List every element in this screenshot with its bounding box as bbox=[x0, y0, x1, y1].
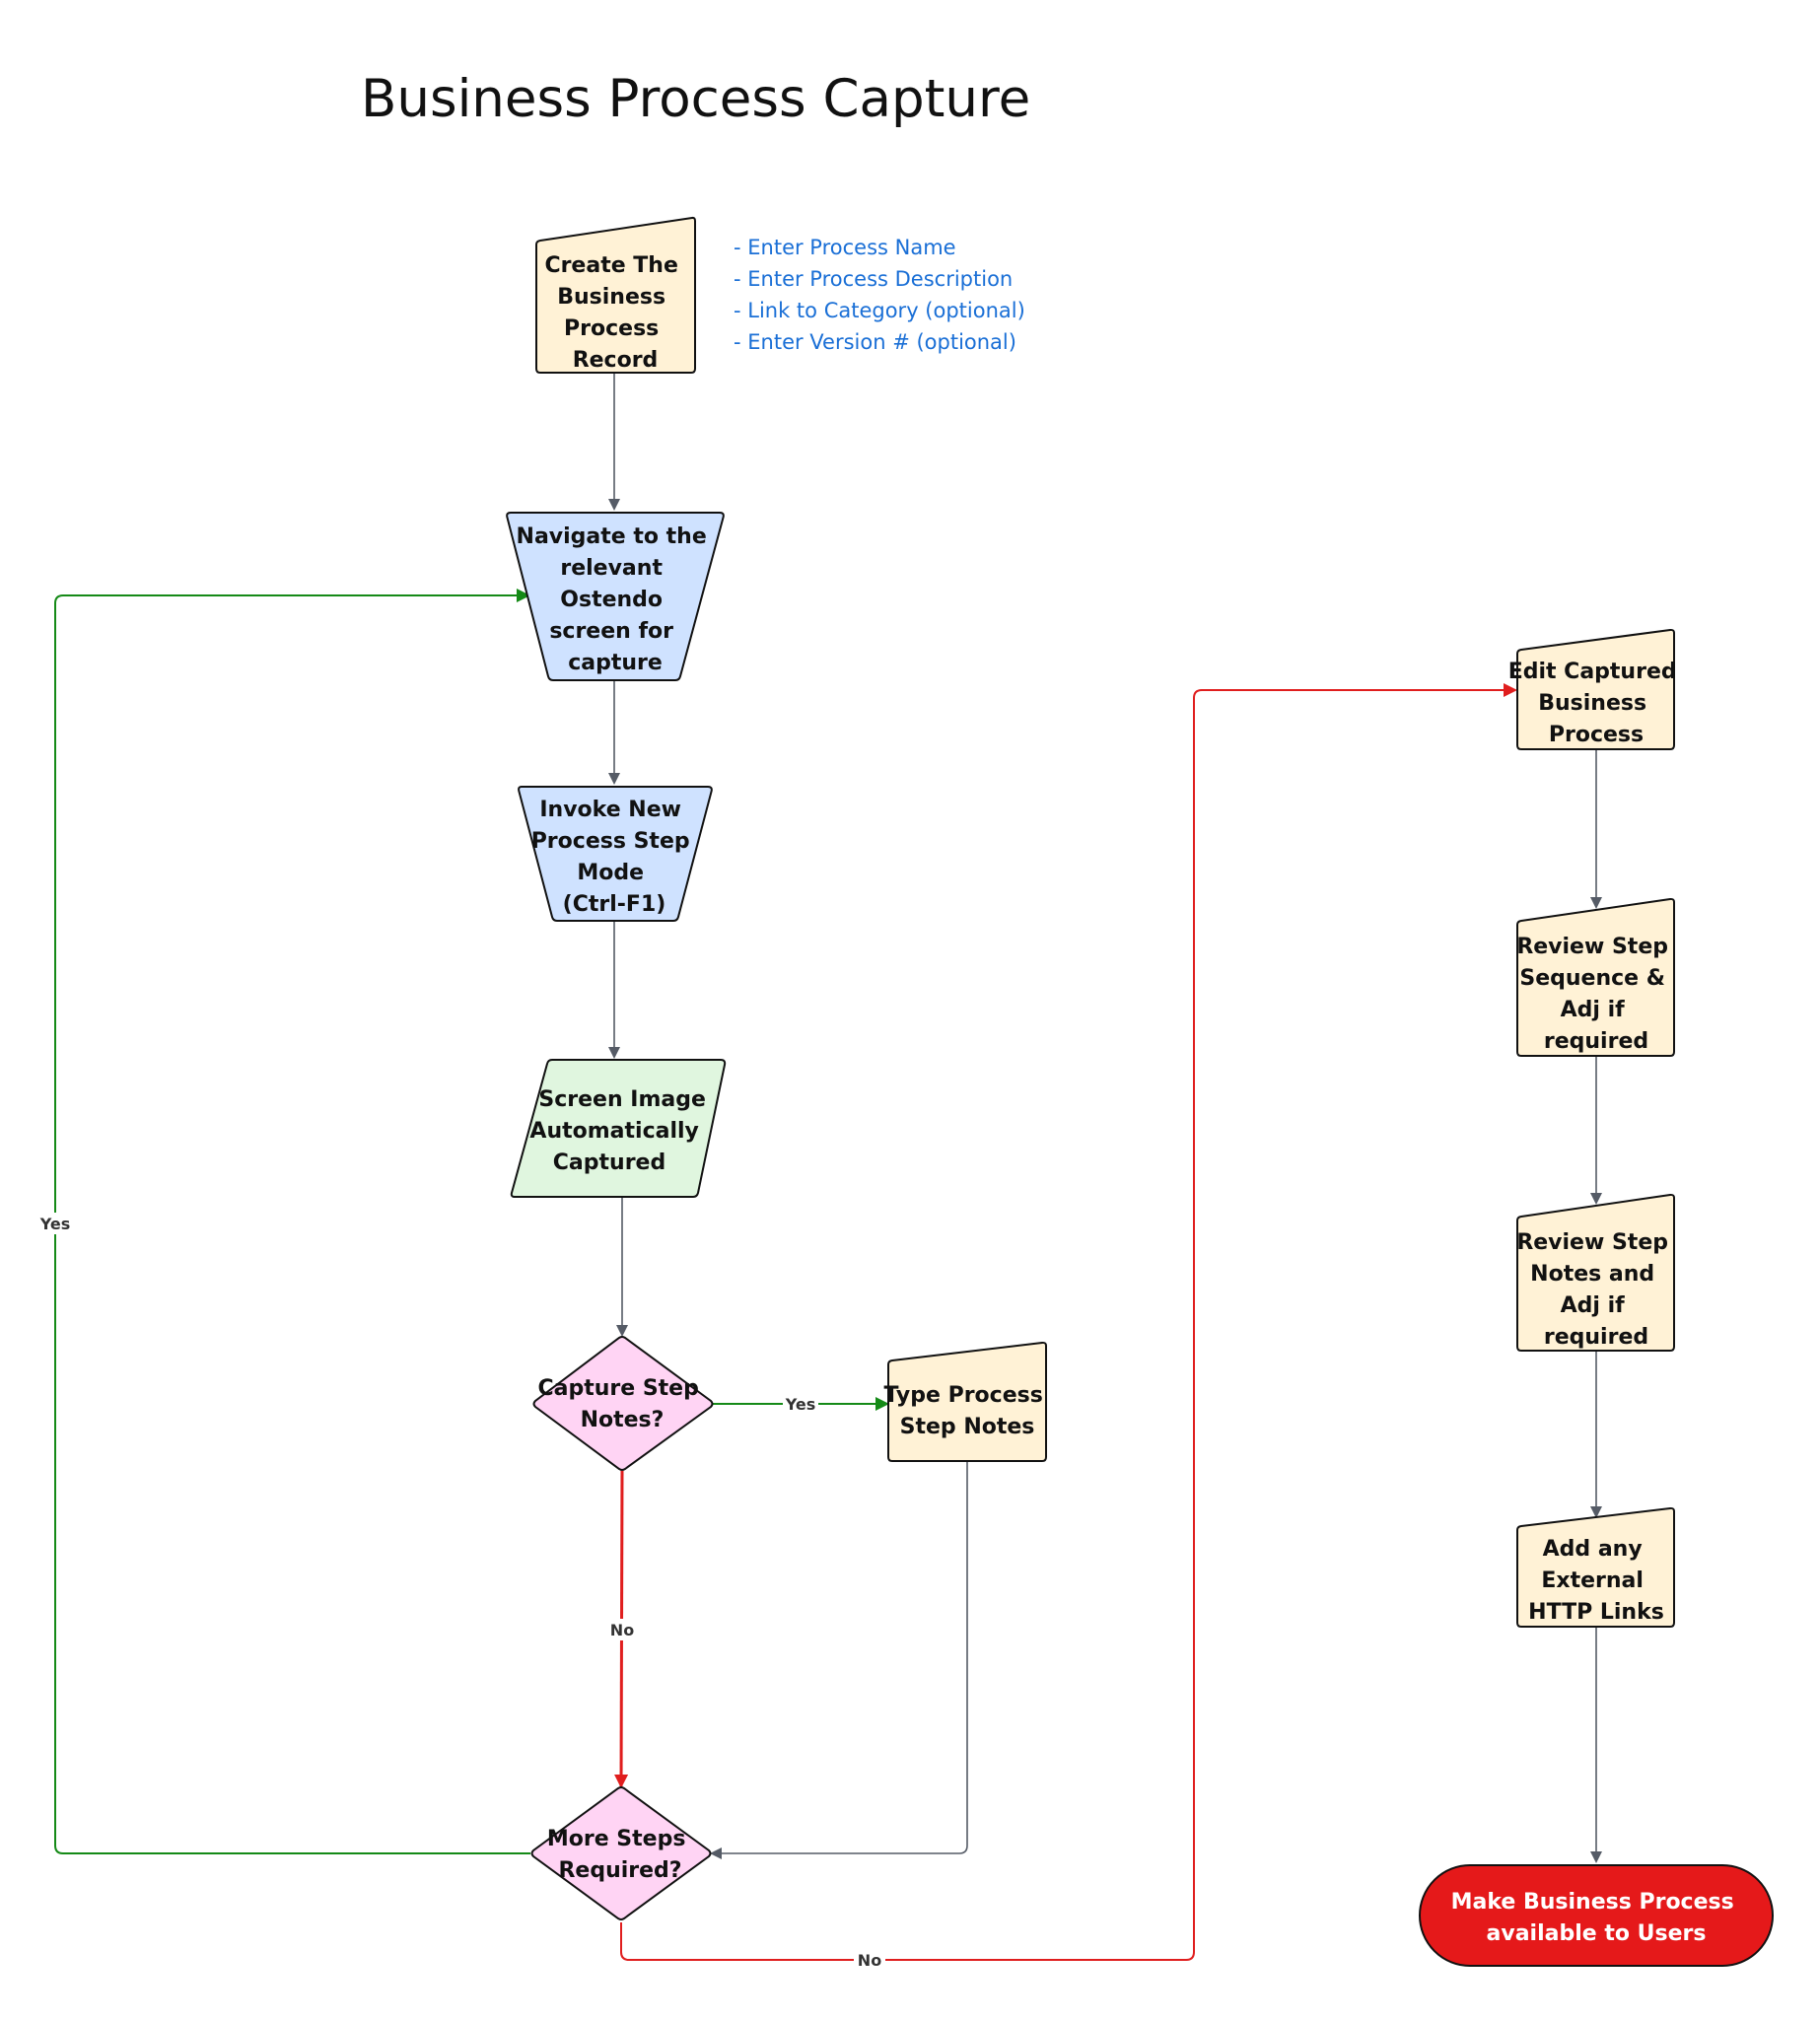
node-make-available-terminal[interactable]: Make Business Process available to Users bbox=[1419, 1864, 1774, 1967]
node-text-line: available to Users bbox=[1487, 1921, 1707, 1946]
node-text-line: Step Notes bbox=[900, 1415, 1035, 1439]
node-invoke-step-mode[interactable]: Invoke New Process Step Mode (Ctrl-F1) bbox=[518, 786, 713, 922]
node-screen-image-captured[interactable]: Screen Image Automatically Captured bbox=[510, 1059, 727, 1198]
node-text-line: capture bbox=[568, 651, 663, 675]
note-line: - Enter Process Description bbox=[734, 267, 1013, 291]
node-text-line: (Ctrl-F1) bbox=[563, 892, 666, 917]
edge-loop-yes bbox=[54, 589, 530, 1854]
connectors bbox=[54, 373, 1602, 1961]
node-decision-more-steps[interactable]: More Steps Required? bbox=[530, 1786, 712, 1920]
edge-label-notes-no: No bbox=[610, 1621, 634, 1639]
node-text-line: Review Step bbox=[1516, 935, 1668, 959]
node-text-line: relevant bbox=[560, 556, 663, 581]
edge-more-no bbox=[620, 683, 1517, 1961]
svg-text:Screen Image Automatical: Screen Image Automatically Captured bbox=[529, 1087, 713, 1175]
svg-text:Make Business Process av: Make Business Process available to Users bbox=[1451, 1890, 1742, 1946]
node-text-line: Type Process bbox=[884, 1383, 1043, 1408]
svg-text:Review Step Notes and: Review Step Notes and Adj if required bbox=[1516, 1230, 1675, 1350]
node-text-line: Business bbox=[557, 285, 665, 310]
node-text-line: Ostendo bbox=[560, 588, 663, 612]
node-text-line: Capture Step bbox=[537, 1376, 698, 1401]
svg-text:Type Process Step Notes: Type Process Step Notes bbox=[884, 1383, 1051, 1439]
edge-label-loop-yes: Yes bbox=[39, 1215, 71, 1233]
node-text-line: Notes and bbox=[1530, 1262, 1654, 1287]
svg-text:Create The Business: Create The Business Process Record bbox=[544, 253, 685, 373]
process-record-notes: - Enter Process Name - Enter Process Des… bbox=[734, 236, 1025, 354]
node-text-line: required bbox=[1544, 1029, 1648, 1054]
node-review-step-notes[interactable]: Review Step Notes and Adj if required bbox=[1516, 1193, 1675, 1352]
node-text-line: HTTP Links bbox=[1528, 1600, 1664, 1625]
edge-typenotes-to-moresteps bbox=[710, 1461, 968, 1859]
edge-label-more-no: No bbox=[858, 1951, 881, 1970]
svg-text:Navigate to the relevant: Navigate to the relevant Ostendo screen … bbox=[517, 524, 715, 675]
svg-text:More Steps Required?: More Steps Required? bbox=[547, 1827, 693, 1883]
node-text-line: External bbox=[1541, 1568, 1644, 1593]
node-text-line: Automatically bbox=[529, 1119, 698, 1144]
node-text-line: Adj if bbox=[1561, 1293, 1626, 1318]
node-text-line: Required? bbox=[558, 1858, 681, 1883]
node-text-line: Make Business Process bbox=[1451, 1890, 1734, 1915]
node-text-line: screen for bbox=[549, 619, 673, 644]
node-decision-capture-notes[interactable]: Capture Step Notes? bbox=[532, 1336, 714, 1471]
svg-text:Review Step Sequence &: Review Step Sequence & Adj if required bbox=[1516, 935, 1675, 1054]
node-text-line: Notes? bbox=[581, 1408, 665, 1432]
note-line: - Enter Version # (optional) bbox=[734, 330, 1016, 354]
node-navigate-screen[interactable]: Navigate to the relevant Ostendo screen … bbox=[506, 512, 725, 681]
svg-text:Add any External H: Add any External HTTP Links bbox=[1528, 1537, 1664, 1625]
node-text-line: Captured bbox=[553, 1150, 665, 1175]
svg-text:Capture Step Notes?: Capture Step Notes? bbox=[537, 1376, 706, 1432]
node-text-line: Adj if bbox=[1561, 998, 1626, 1022]
node-text-line: required bbox=[1544, 1325, 1648, 1350]
node-type-step-notes[interactable]: Type Process Step Notes bbox=[884, 1341, 1051, 1462]
node-text-line: Sequence & bbox=[1519, 966, 1665, 991]
svg-text:Edit Captured Business: Edit Captured Business Process bbox=[1508, 660, 1685, 747]
node-text-line: Navigate to the bbox=[517, 524, 707, 549]
node-text-line: Mode bbox=[577, 861, 644, 885]
node-text-line: Record bbox=[573, 348, 659, 373]
svg-text:Invoke New Process Step: Invoke New Process Step Mode (Ctrl-F1) bbox=[531, 798, 698, 917]
node-text-line: More Steps bbox=[547, 1827, 686, 1851]
node-text-line: Add any bbox=[1543, 1537, 1643, 1562]
node-text-line: Screen Image bbox=[538, 1087, 706, 1112]
diagram-title: Business Process Capture bbox=[361, 69, 1030, 129]
node-create-process-record[interactable]: Create The Business Process Record bbox=[535, 216, 696, 374]
node-text-line: Create The bbox=[544, 253, 677, 278]
node-edit-captured-process[interactable]: Edit Captured Business Process bbox=[1508, 628, 1685, 750]
edge-labels: Yes Yes No No bbox=[35, 1213, 885, 1970]
node-text-line: Process bbox=[1549, 723, 1644, 747]
note-line: - Enter Process Name bbox=[734, 236, 956, 259]
node-text-line: Invoke New bbox=[539, 798, 681, 822]
node-text-line: Process bbox=[564, 316, 659, 341]
node-text-line: Review Step bbox=[1516, 1230, 1668, 1255]
note-line: - Link to Category (optional) bbox=[734, 299, 1025, 322]
node-text-line: Process Step bbox=[531, 829, 690, 854]
node-text-line: Business bbox=[1538, 691, 1646, 716]
node-review-step-sequence[interactable]: Review Step Sequence & Adj if required bbox=[1516, 897, 1675, 1057]
edge-label-notes-yes: Yes bbox=[785, 1395, 816, 1414]
node-text-line: Edit Captured bbox=[1508, 660, 1677, 684]
node-add-http-links[interactable]: Add any External HTTP Links bbox=[1516, 1506, 1675, 1628]
